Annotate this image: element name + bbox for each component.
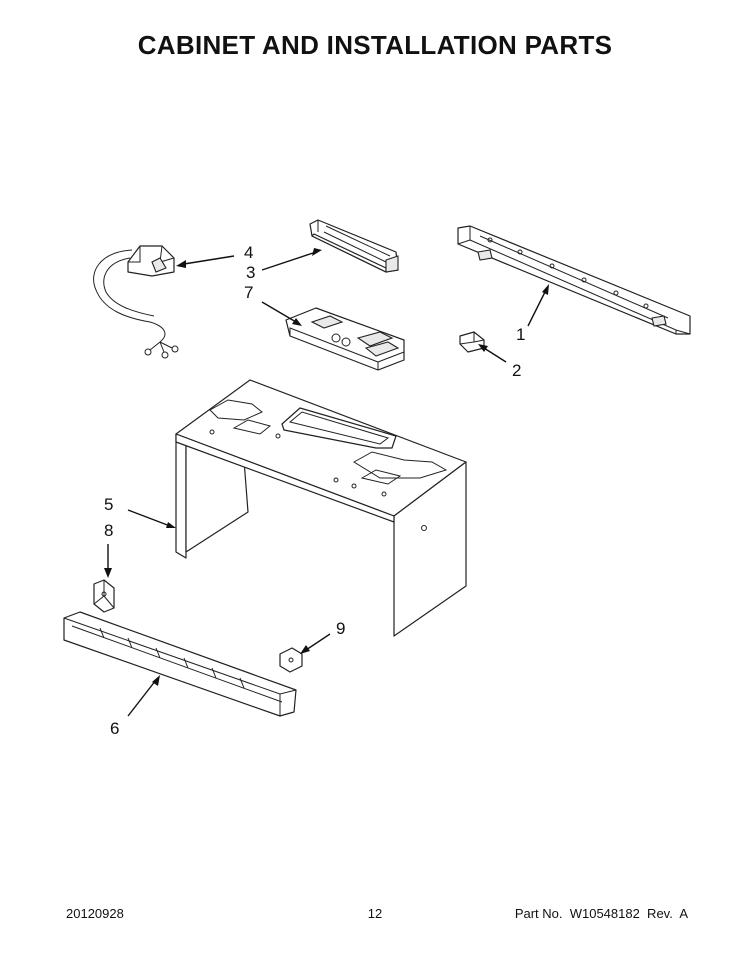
- leader-arrows: [104, 248, 549, 717]
- callout-6: 6: [110, 719, 119, 738]
- footer-page-number: 12: [367, 906, 383, 921]
- footer-part-number: Part No. W10548182 Rev. A: [514, 906, 688, 921]
- bracket-plate-part: [285, 307, 405, 371]
- callout-9: 9: [336, 619, 345, 638]
- page-title: CABINET AND INSTALLATION PARTS: [137, 30, 613, 60]
- footer-date: 20120928: [66, 906, 124, 921]
- callout-7: 7: [244, 283, 253, 302]
- small-tab-part: [279, 647, 303, 673]
- mounting-plate-part: [457, 225, 691, 335]
- power-cord-part: [93, 245, 179, 359]
- vent-grille-part: [309, 219, 399, 273]
- bottom-trim-part: [63, 611, 297, 717]
- small-bracket-part: [93, 579, 115, 613]
- callout-5: 5: [104, 495, 113, 514]
- callout-4: 4: [244, 243, 253, 262]
- clip-part: [459, 331, 485, 353]
- callout-3: 3: [246, 263, 255, 282]
- callout-2: 2: [512, 361, 521, 380]
- callout-8: 8: [104, 521, 113, 540]
- callout-1: 1: [516, 325, 525, 344]
- cabinet-housing-part: [175, 379, 467, 637]
